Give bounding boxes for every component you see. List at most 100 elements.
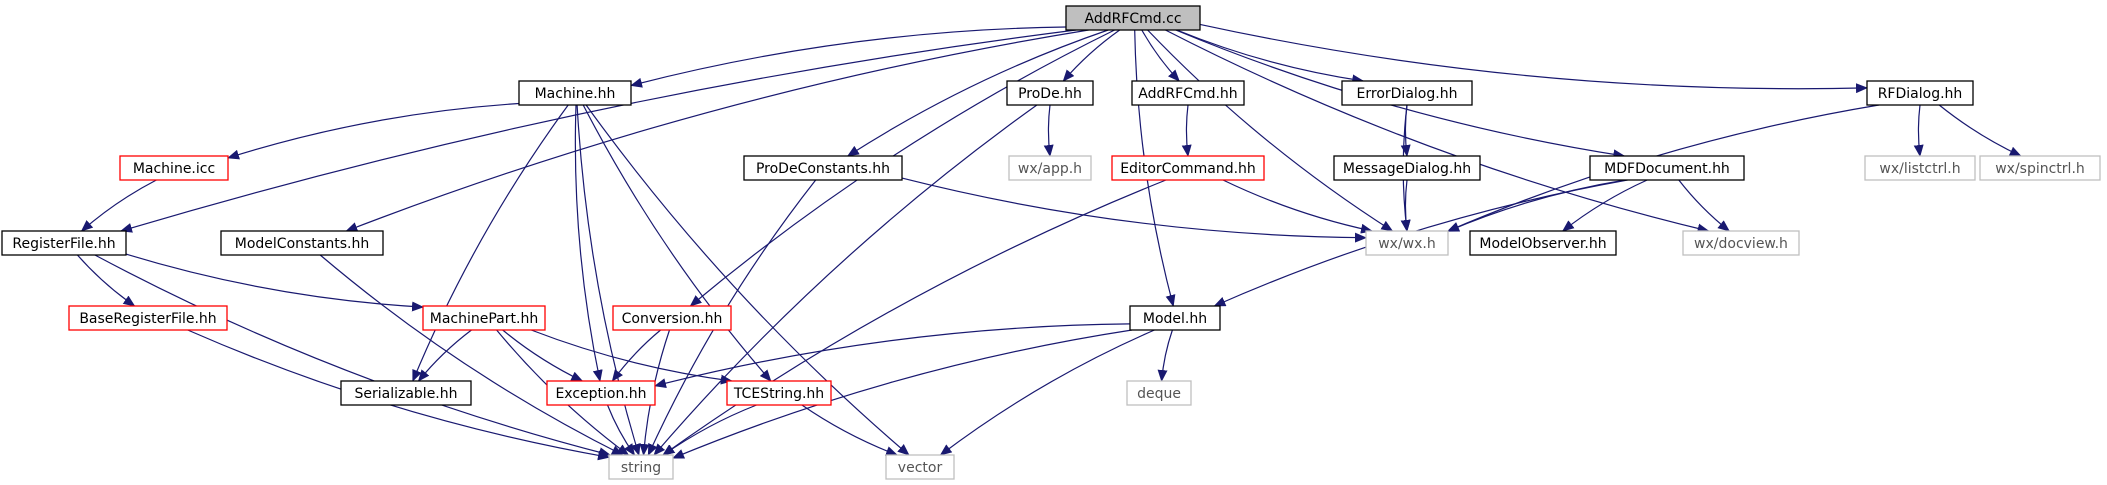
node-label: wx/spinctrl.h bbox=[1995, 161, 2085, 177]
edge-conversion_hh-to-exception_hh bbox=[611, 329, 661, 382]
edge-registerfile_hh-to-string bbox=[94, 254, 612, 458]
node-box bbox=[1129, 305, 1221, 331]
node-box bbox=[612, 305, 732, 331]
edge-addrfcmd_cc-to-rfdialog_hh bbox=[1199, 23, 1868, 94]
node-label: MachinePart.hh bbox=[430, 311, 538, 327]
node-label: TCEString.hh bbox=[733, 386, 824, 402]
edge-machine_hh-to-machine_icc bbox=[227, 102, 520, 160]
edge-addrfcmd_cc-to-conversion_hh bbox=[689, 29, 1115, 307]
node-box bbox=[726, 380, 832, 406]
node-tcestring-hh[interactable]: TCEString.hh bbox=[726, 380, 832, 406]
edge-editorcommand_hh-to-string bbox=[662, 179, 1167, 456]
node-box bbox=[422, 305, 546, 331]
edge-exception_hh-to-string bbox=[606, 404, 636, 456]
node-box bbox=[119, 155, 229, 181]
edge-addrfcmd_cc-to-registerfile_hh bbox=[120, 29, 1077, 233]
node-label: RegisterFile.hh bbox=[12, 236, 115, 252]
node-box bbox=[1979, 155, 2101, 181]
node-box bbox=[1864, 155, 1976, 181]
node-conversion-hh[interactable]: Conversion.hh bbox=[612, 305, 732, 331]
edge-machine_hh-to-tcestring_hh bbox=[582, 104, 772, 382]
node-label: wx/wx.h bbox=[1378, 236, 1436, 252]
edge-rfdialog_hh-to-wx_listctrl_h bbox=[1913, 104, 1924, 157]
node-baseregisterfile-hh[interactable]: BaseRegisterFile.hh bbox=[68, 305, 228, 331]
node-machinepart-hh[interactable]: MachinePart.hh bbox=[422, 305, 546, 331]
node-messagedialog-hh[interactable]: MessageDialog.hh bbox=[1333, 155, 1481, 181]
node-vector[interactable]: vector bbox=[885, 454, 955, 480]
node-modelconstants-hh[interactable]: ModelConstants.hh bbox=[220, 230, 384, 256]
node-wx-docview-h[interactable]: wx/docview.h bbox=[1682, 230, 1800, 256]
node-addrfcmd-hh[interactable]: AddRFCmd.hh bbox=[1131, 80, 1245, 106]
node-box bbox=[1126, 380, 1192, 406]
node-model-hh[interactable]: Model.hh bbox=[1129, 305, 1221, 331]
node-box bbox=[1008, 155, 1092, 181]
node-machine-icc[interactable]: Machine.icc bbox=[119, 155, 229, 181]
node-prode-hh[interactable]: ProDe.hh bbox=[1006, 80, 1094, 106]
node-label: Exception.hh bbox=[555, 386, 646, 402]
edge-messagedialog_hh-to-wx_wx_h bbox=[1400, 179, 1411, 232]
edge-addrfcmd_cc-to-machine_hh bbox=[630, 26, 1067, 88]
node-label: ModelObserver.hh bbox=[1479, 236, 1606, 252]
node-label: wx/listctrl.h bbox=[1879, 161, 1960, 177]
node-box bbox=[1111, 155, 1265, 181]
edge-addrfcmd_cc-to-mdfdocument_hh bbox=[1175, 29, 1626, 160]
node-label: RFDialog.hh bbox=[1878, 86, 1963, 102]
node-registerfile-hh[interactable]: RegisterFile.hh bbox=[1, 230, 127, 256]
node-label: string bbox=[621, 460, 661, 476]
node-label: Machine.hh bbox=[535, 86, 616, 102]
edge-machinepart_hh-to-serializable_hh bbox=[417, 329, 472, 382]
node-box bbox=[608, 454, 674, 480]
node-box bbox=[1, 230, 127, 256]
node-box bbox=[1006, 80, 1094, 106]
node-label: wx/docview.h bbox=[1694, 236, 1788, 252]
edge-model_hh-to-vector bbox=[939, 329, 1155, 456]
node-box bbox=[1589, 155, 1745, 181]
node-label: MessageDialog.hh bbox=[1343, 161, 1471, 177]
edge-prodeconstants_hh-to-wx_wx_h bbox=[901, 177, 1367, 243]
edge-editorcommand_hh-to-wx_wx_h bbox=[1222, 179, 1373, 234]
node-label: EditorCommand.hh bbox=[1120, 161, 1256, 177]
node-addrfcmd-cc[interactable]: AddRFCmd.cc bbox=[1065, 5, 1201, 31]
node-label: Conversion.hh bbox=[622, 311, 723, 327]
node-exception-hh[interactable]: Exception.hh bbox=[546, 380, 656, 406]
node-editorcommand-hh[interactable]: EditorCommand.hh bbox=[1111, 155, 1265, 181]
node-label: deque bbox=[1137, 386, 1181, 402]
edge-model_hh-to-deque bbox=[1157, 329, 1173, 382]
node-deque[interactable]: deque bbox=[1126, 380, 1192, 406]
node-errordialog-hh[interactable]: ErrorDialog.hh bbox=[1341, 80, 1473, 106]
node-wx-app-h[interactable]: wx/app.h bbox=[1008, 155, 1092, 181]
node-machine-hh[interactable]: Machine.hh bbox=[518, 80, 632, 106]
edge-machinepart_hh-to-tcestring_hh bbox=[530, 329, 733, 385]
node-box bbox=[743, 155, 903, 181]
node-label: Model.hh bbox=[1143, 311, 1207, 327]
edge-baseregisterfile_hh-to-string bbox=[187, 329, 610, 461]
edge-addrfcmd_cc-to-prodeconstants_hh bbox=[846, 29, 1109, 157]
node-box bbox=[1333, 155, 1481, 181]
node-label: ProDe.hh bbox=[1018, 86, 1082, 102]
node-box bbox=[1065, 5, 1201, 31]
node-label: Machine.icc bbox=[133, 161, 215, 177]
node-wx-listctrl-h[interactable]: wx/listctrl.h bbox=[1864, 155, 1976, 181]
edge-addrfcmd_hh-to-editorcommand_hh bbox=[1181, 104, 1192, 157]
node-label: MDFDocument.hh bbox=[1604, 161, 1730, 177]
node-prodeconstants-hh[interactable]: ProDeConstants.hh bbox=[743, 155, 903, 181]
node-serializable-hh[interactable]: Serializable.hh bbox=[340, 380, 472, 406]
node-label: ModelConstants.hh bbox=[235, 236, 369, 252]
node-mdfdocument-hh[interactable]: MDFDocument.hh bbox=[1589, 155, 1745, 181]
node-modelobserver-hh[interactable]: ModelObserver.hh bbox=[1469, 230, 1617, 256]
node-string[interactable]: string bbox=[608, 454, 674, 480]
node-box bbox=[1682, 230, 1800, 256]
node-wx-wx-h[interactable]: wx/wx.h bbox=[1365, 230, 1449, 256]
edge-model_hh-to-string bbox=[672, 329, 1133, 459]
node-label: wx/app.h bbox=[1018, 161, 1082, 177]
node-wx-spinctrl-h[interactable]: wx/spinctrl.h bbox=[1979, 155, 2101, 181]
node-box bbox=[885, 454, 955, 480]
node-box bbox=[546, 380, 656, 406]
edge-machine_hh-to-serializable_hh bbox=[412, 104, 569, 382]
node-box bbox=[220, 230, 384, 256]
edge-machine_icc-to-registerfile_hh bbox=[80, 179, 157, 232]
node-rfdialog-hh[interactable]: RFDialog.hh bbox=[1866, 80, 1974, 106]
node-box bbox=[1365, 230, 1449, 256]
